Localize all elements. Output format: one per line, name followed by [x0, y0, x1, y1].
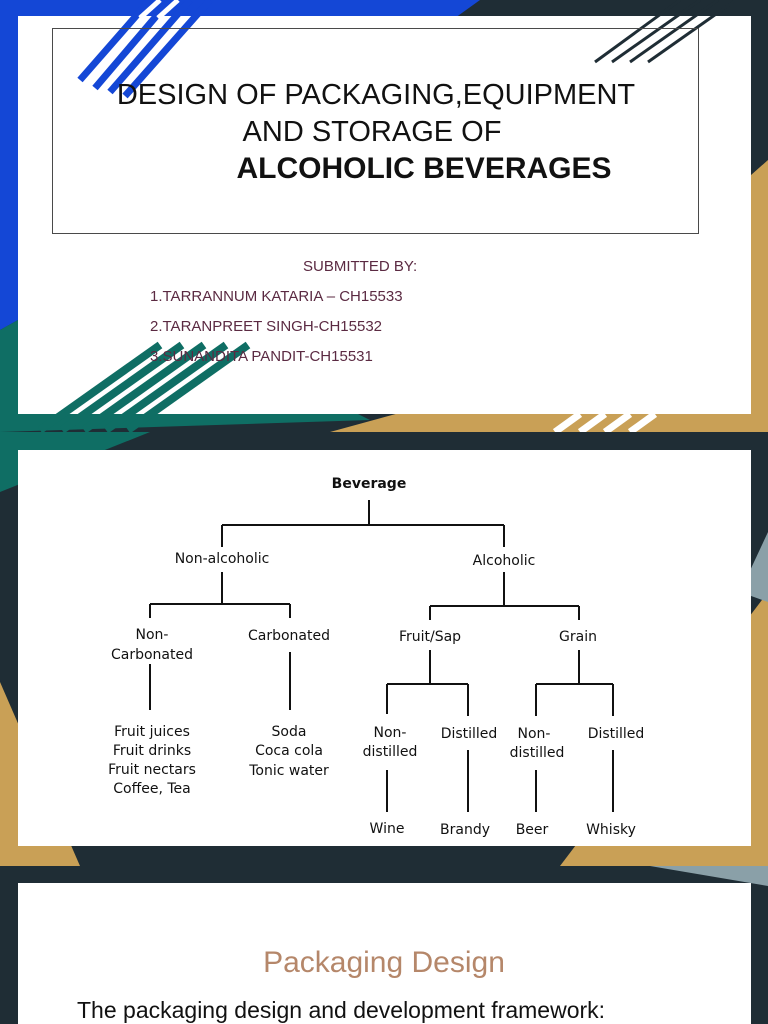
non-carbonated-item: Fruit drinks — [113, 743, 191, 759]
author-3: 3.SUNANDITA PANDIT-CH15531 — [150, 348, 373, 365]
carbonated-item: Tonic water — [248, 763, 329, 779]
node-carbonated: Carbonated — [248, 628, 330, 644]
title-frame — [52, 28, 699, 234]
node-fruit-distilled: Distilled — [441, 726, 498, 742]
leaf-whisky: Whisky — [586, 822, 636, 838]
node-non-carbonated-line1: Non- — [136, 627, 169, 643]
leaf-wine: Wine — [370, 821, 405, 837]
classification-slide: Beverage Non-alcoholic Alcoholic Non- Ca… — [0, 432, 768, 866]
non-carbonated-item: Fruit juices — [114, 724, 190, 740]
stripe-decor — [37, 0, 737, 432]
author-1: 1.TARRANNUM KATARIA – CH15533 — [150, 288, 403, 305]
node-alcoholic: Alcoholic — [473, 553, 536, 569]
node-grain-non-distilled-line1: Non- — [518, 726, 551, 742]
node-fruit-sap: Fruit/Sap — [399, 629, 461, 645]
submitted-by-label: SUBMITTED BY: — [303, 258, 418, 275]
non-carbonated-item: Coffee, Tea — [113, 781, 190, 797]
carbonated-item: Coca cola — [255, 743, 323, 759]
packaging-design-slide: Packaging Design The packaging design an… — [0, 866, 768, 1024]
carbonated-item: Soda — [272, 724, 307, 740]
node-fruit-non-distilled-line1: Non- — [374, 725, 407, 741]
author-2: 2.TARANPREET SINGH-CH15532 — [150, 318, 383, 335]
node-grain-non-distilled-line2: distilled — [510, 745, 565, 761]
body-text: The packaging design and development fra… — [77, 997, 606, 1023]
title-slide: DESIGN OF PACKAGING,EQUIPMENT AND STORAG… — [0, 0, 768, 432]
diagram-card — [18, 450, 751, 846]
node-grain-distilled: Distilled — [588, 726, 645, 742]
node-non-carbonated-line2: Carbonated — [111, 647, 193, 663]
leaf-beer: Beer — [516, 822, 549, 838]
node-beverage: Beverage — [332, 476, 407, 492]
non-carbonated-item: Fruit nectars — [108, 762, 196, 778]
title-line-3: ALCOHOLIC BEVERAGES — [236, 152, 612, 185]
beverage-tree-diagram: Beverage Non-alcoholic Alcoholic Non- Ca… — [108, 476, 645, 838]
slide-heading: Packaging Design — [263, 946, 505, 979]
node-fruit-non-distilled-line2: distilled — [363, 744, 418, 760]
packaging-card — [18, 883, 751, 1024]
leaf-brandy: Brandy — [440, 822, 490, 838]
title-line-2: AND STORAGE OF — [242, 116, 502, 148]
node-non-alcoholic: Non-alcoholic — [175, 551, 270, 567]
slide3-background-decor — [650, 866, 768, 886]
title-line-1: DESIGN OF PACKAGING,EQUIPMENT — [116, 79, 636, 111]
node-grain: Grain — [559, 629, 597, 645]
